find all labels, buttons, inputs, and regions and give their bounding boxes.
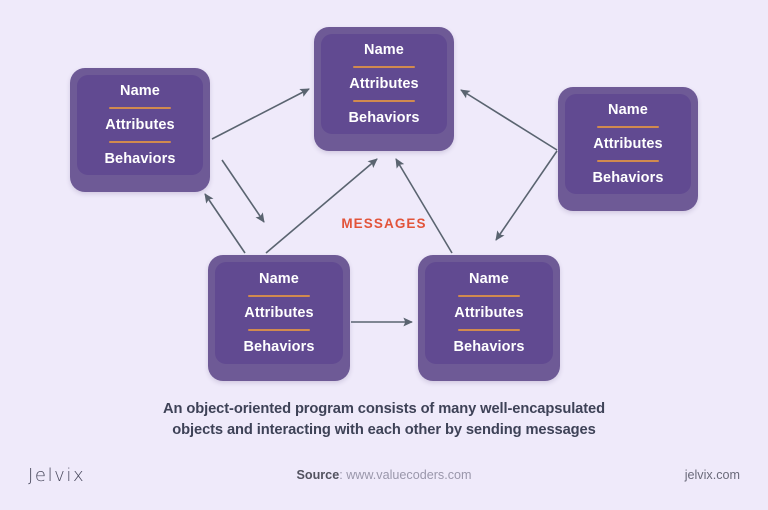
class-box-inner: Name Attributes Behaviors bbox=[321, 34, 447, 134]
class-box-top[interactable]: Name Attributes Behaviors bbox=[314, 27, 454, 151]
class-box-bottom-left[interactable]: Name Attributes Behaviors bbox=[208, 255, 350, 381]
class-row-name: Name bbox=[120, 82, 160, 99]
class-divider bbox=[458, 295, 520, 297]
class-box-right[interactable]: Name Attributes Behaviors bbox=[558, 87, 698, 211]
source-url: www.valuecoders.com bbox=[346, 468, 472, 482]
arrow-bottom-left-to-top bbox=[265, 158, 378, 254]
class-divider bbox=[109, 141, 171, 143]
class-row-behaviors: Behaviors bbox=[243, 338, 315, 355]
class-row-name: Name bbox=[364, 41, 404, 58]
caption-line-2: objects and interacting with each other … bbox=[172, 422, 596, 438]
source-label: Source bbox=[296, 468, 340, 482]
class-box-inner: Name Attributes Behaviors bbox=[215, 262, 343, 364]
arrow-right-to-top bbox=[460, 89, 558, 151]
class-box-inner: Name Attributes Behaviors bbox=[425, 262, 553, 364]
class-divider bbox=[109, 107, 171, 109]
footer: Jelvix Source: www.valuecoders.com jelvi… bbox=[0, 462, 768, 496]
class-box-inner: Name Attributes Behaviors bbox=[77, 75, 203, 175]
class-row-name: Name bbox=[259, 270, 299, 287]
arrow-left-to-top bbox=[211, 88, 310, 140]
class-divider bbox=[248, 295, 310, 297]
class-box-bottom-right[interactable]: Name Attributes Behaviors bbox=[418, 255, 560, 381]
class-row-name: Name bbox=[608, 101, 648, 118]
class-box-left[interactable]: Name Attributes Behaviors bbox=[70, 68, 210, 192]
class-row-attributes: Attributes bbox=[105, 116, 175, 133]
class-row-attributes: Attributes bbox=[593, 135, 663, 152]
class-row-behaviors: Behaviors bbox=[592, 169, 664, 186]
source-separator: : bbox=[339, 468, 347, 482]
class-row-name: Name bbox=[469, 270, 509, 287]
brand-logo: Jelvix bbox=[28, 465, 86, 486]
class-divider bbox=[597, 160, 659, 162]
class-row-attributes: Attributes bbox=[454, 304, 524, 321]
arrow-left-to-bottom-left bbox=[221, 159, 265, 223]
class-divider bbox=[458, 329, 520, 331]
messages-label: MESSAGES bbox=[341, 216, 427, 231]
class-row-behaviors: Behaviors bbox=[453, 338, 525, 355]
caption-line-1: An object-oriented program consists of m… bbox=[163, 401, 605, 417]
class-row-behaviors: Behaviors bbox=[348, 109, 420, 126]
class-divider bbox=[353, 100, 415, 102]
class-divider bbox=[597, 126, 659, 128]
class-row-attributes: Attributes bbox=[349, 75, 419, 92]
arrow-bottom-right-to-top bbox=[395, 158, 453, 254]
class-row-behaviors: Behaviors bbox=[104, 150, 176, 167]
class-row-attributes: Attributes bbox=[244, 304, 314, 321]
class-box-inner: Name Attributes Behaviors bbox=[565, 94, 691, 194]
class-divider bbox=[353, 66, 415, 68]
site-url: jelvix.com bbox=[684, 468, 740, 482]
caption: An object-oriented program consists of m… bbox=[0, 399, 768, 441]
source-attribution: Source: www.valuecoders.com bbox=[0, 468, 768, 482]
class-divider bbox=[248, 329, 310, 331]
